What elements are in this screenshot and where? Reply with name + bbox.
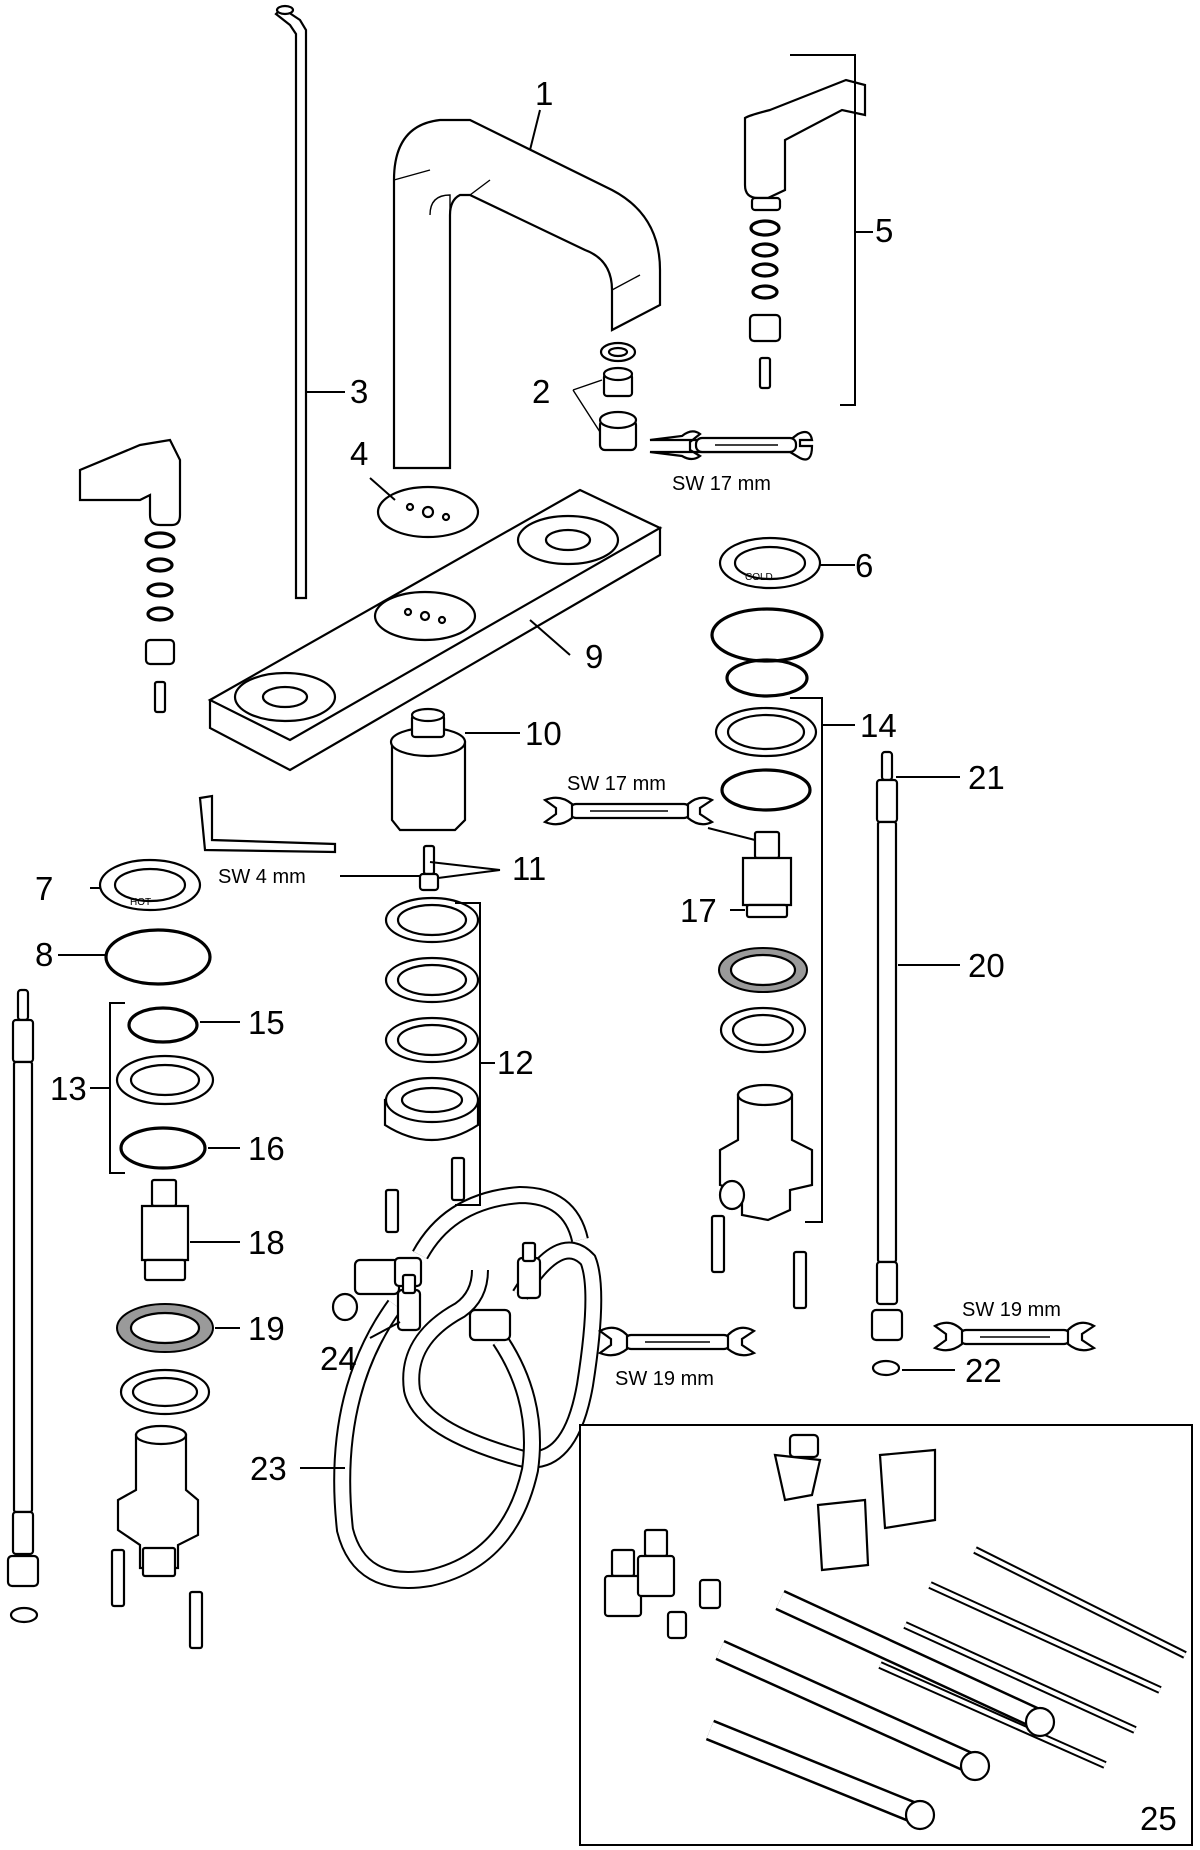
- valve-cartridge-18: [140, 1178, 190, 1282]
- spout-gasket: [376, 485, 480, 539]
- valve-body-left: [110, 1424, 204, 1650]
- callout-3: 3: [350, 373, 368, 410]
- wrench-size-cartridge: SW 17 mm: [567, 773, 666, 795]
- callout-6: 6: [855, 547, 873, 584]
- callout-5: 5: [875, 212, 893, 249]
- hex-key-size: SW 4 mm: [218, 866, 306, 888]
- callout-2: 2: [532, 373, 550, 410]
- hex-key: [198, 794, 337, 854]
- supply-hose-left: [6, 988, 40, 1624]
- wrench-sw17-mid: [542, 796, 715, 826]
- part-13-group: [115, 1006, 215, 1170]
- cold-escutcheon-ring: [718, 536, 822, 590]
- wrench-size-spout: SW 17 mm: [672, 473, 771, 495]
- wrench-size-hose-left: SW 19 mm: [615, 1368, 714, 1390]
- left-handle: [78, 438, 182, 714]
- callout-21: 21: [968, 759, 1005, 796]
- callout-24: 24: [320, 1340, 357, 1377]
- callout-20: 20: [968, 947, 1005, 984]
- valve-cartridge-17: [741, 830, 793, 919]
- o-ring-large: [710, 607, 824, 663]
- callout-10: 10: [525, 715, 562, 752]
- callout-9: 9: [585, 638, 603, 675]
- aerator-set: [572, 341, 638, 452]
- diverter-hose-23: [331, 1185, 603, 1589]
- callout-11: 11: [512, 850, 546, 887]
- callout-8: 8: [35, 936, 53, 973]
- callout-1: 1: [535, 75, 553, 112]
- hot-ring-label: HOT: [130, 897, 151, 908]
- spout: [392, 118, 662, 470]
- part-12-stack: [383, 896, 480, 1234]
- callout-13: 13: [50, 1070, 87, 1107]
- leader-lines: [58, 54, 960, 1469]
- wrench-sw19-right: [932, 1321, 1097, 1352]
- callout-25: 25: [1140, 1800, 1177, 1837]
- callout-12: 12: [497, 1044, 534, 1081]
- callout-15: 15: [248, 1004, 285, 1041]
- callout-18: 18: [248, 1224, 285, 1261]
- base-plate: [207, 488, 663, 772]
- callout-numbers: 1 2 3 4 5 6 7 8 9 10 11 12 13 14 15 16 1…: [35, 75, 1177, 1837]
- wrench-sw19-mid: [597, 1326, 757, 1357]
- wrench-size-hose-right: SW 19 mm: [962, 1299, 1061, 1321]
- callout-7: 7: [35, 870, 53, 907]
- right-handle: [743, 78, 867, 390]
- part-14-assembly: [710, 706, 818, 1310]
- callout-23: 23: [250, 1450, 287, 1487]
- tool-size-labels: SW 17 mm SW 17 mm SW 4 mm SW 19 mm SW 19…: [218, 473, 1061, 1390]
- callout-17: 17: [680, 892, 717, 929]
- hot-escutcheon-ring: [98, 858, 202, 912]
- spare-parts-box-25: [579, 1424, 1193, 1846]
- callout-22: 22: [965, 1352, 1002, 1389]
- wrench-sw17-top: [649, 430, 814, 461]
- supply-hose-right: [870, 750, 904, 1377]
- screw-11: [418, 844, 440, 892]
- lift-rod: [274, 4, 308, 600]
- diverter-10: [389, 707, 467, 832]
- callout-16: 16: [248, 1130, 285, 1167]
- callout-14: 14: [860, 707, 897, 744]
- washer-19: [116, 1303, 214, 1416]
- o-ring-small: [725, 658, 809, 698]
- callout-4: 4: [350, 435, 368, 472]
- o-ring-8: [104, 928, 212, 986]
- callout-19: 19: [248, 1310, 285, 1347]
- cold-ring-label: COLD: [745, 572, 773, 583]
